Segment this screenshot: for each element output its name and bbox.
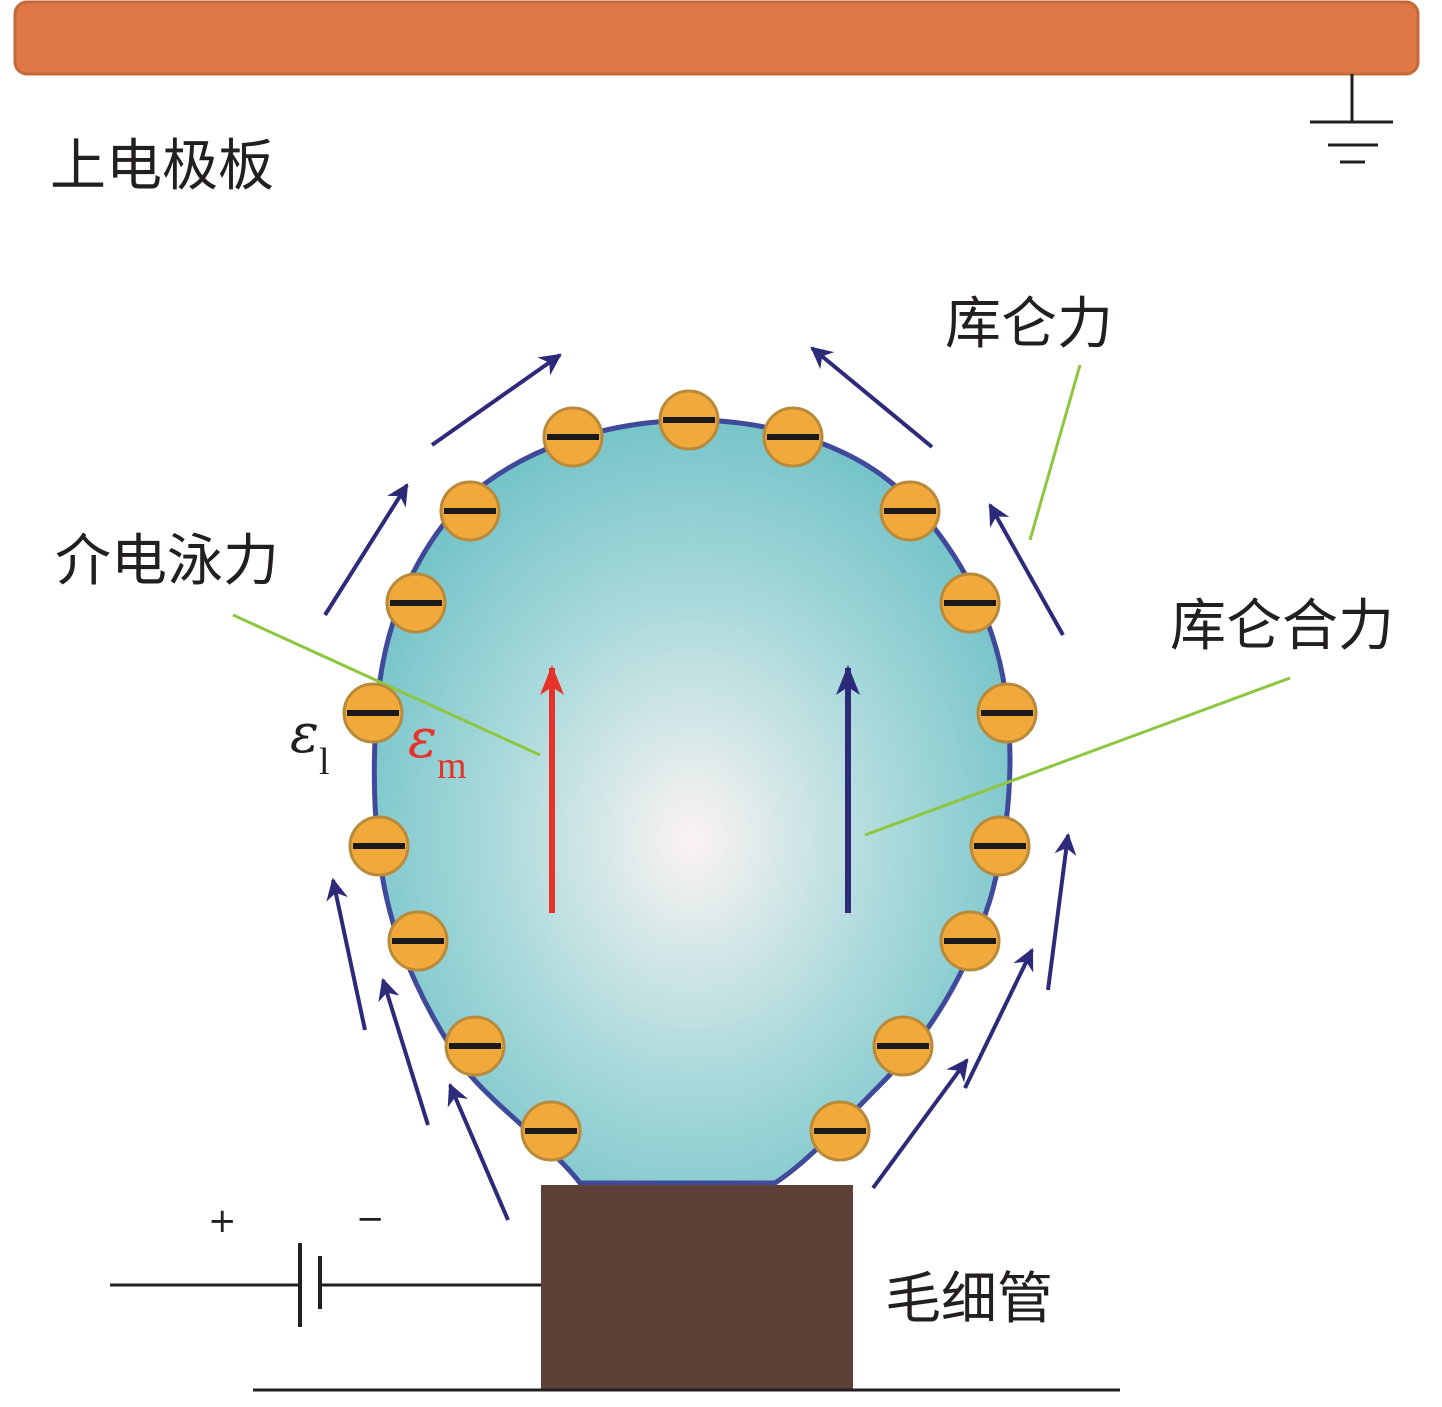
coulomb-force-arrow bbox=[810, 346, 934, 449]
negative-charge-icon bbox=[969, 815, 1031, 877]
negative-charge-icon bbox=[939, 572, 1001, 634]
negative-charge-icon bbox=[520, 1100, 582, 1162]
battery-icon bbox=[110, 1243, 541, 1327]
epsilon-outer-subscript: l bbox=[319, 741, 330, 783]
coulomb-force-arrow bbox=[871, 1058, 969, 1190]
negative-charge-icon bbox=[879, 480, 941, 542]
negative-charge-icon bbox=[658, 389, 720, 451]
epsilon-medium-symbol: ε bbox=[408, 707, 437, 770]
negative-charge-icon bbox=[939, 910, 1001, 972]
capillary-label: 毛细管 bbox=[885, 1267, 1053, 1332]
battery-minus-label: − bbox=[356, 1199, 385, 1239]
epsilon-medium-subscript: m bbox=[437, 745, 467, 787]
top-plate-label: 上电极板 bbox=[50, 134, 274, 199]
resultant-force-leader bbox=[864, 676, 1291, 837]
negative-charge-icon bbox=[976, 682, 1038, 744]
coulomb-force-arrow bbox=[1046, 832, 1077, 991]
coulomb-force-arrow bbox=[323, 483, 409, 617]
epsilon-outer-symbol: ε bbox=[290, 702, 319, 765]
ground-icon bbox=[1310, 74, 1393, 164]
negative-charge-icon bbox=[762, 406, 824, 468]
coulomb-force-arrow bbox=[326, 877, 367, 1031]
coulomb-force-arrow bbox=[963, 948, 1034, 1089]
coulomb-force-arrow bbox=[378, 977, 430, 1126]
coulomb-force-leader bbox=[1028, 364, 1082, 541]
top-electrode-plate bbox=[13, 0, 1420, 76]
dielectrophoretic-leader bbox=[232, 613, 541, 757]
coulomb-force-arrow bbox=[447, 1082, 510, 1221]
coulomb-force-arrow bbox=[430, 353, 562, 447]
negative-charge-icon bbox=[444, 1015, 506, 1077]
capillary-tube bbox=[541, 1185, 853, 1390]
negative-charge-icon bbox=[542, 406, 604, 468]
epsilon-outer-label: εl bbox=[290, 702, 330, 783]
negative-charge-icon bbox=[872, 1015, 934, 1077]
negative-charge-icon bbox=[348, 815, 410, 877]
negative-charge-icon bbox=[342, 682, 404, 744]
epsilon-medium-label: εm bbox=[408, 707, 467, 787]
negative-charge-icon bbox=[439, 480, 501, 542]
battery-plus-label: + bbox=[208, 1201, 237, 1241]
coulomb-force-arrow bbox=[988, 503, 1065, 636]
coulomb-force-label: 库仑力 bbox=[945, 292, 1113, 357]
negative-charge-icon bbox=[385, 572, 447, 634]
negative-charge-icon bbox=[809, 1100, 871, 1162]
dielectrophoretic-force-label: 介电泳力 bbox=[55, 529, 279, 594]
negative-charge-icon bbox=[387, 910, 449, 972]
resultant-coulomb-force-label: 库仑合力 bbox=[1170, 594, 1394, 659]
